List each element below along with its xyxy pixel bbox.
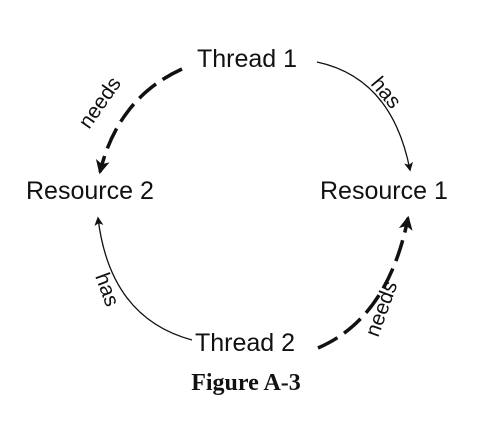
edge-thread2-has-resource2 xyxy=(94,216,193,341)
edge-label-thread1-has: has xyxy=(366,72,405,113)
edge-thread2-needs-resource1 xyxy=(317,215,413,350)
thread-2-node: Thread 2 xyxy=(195,329,295,357)
thread-1-node: Thread 1 xyxy=(197,45,297,73)
edge-thread1-has-resource1 xyxy=(316,61,413,172)
edge-thread1-needs-resource2 xyxy=(95,67,183,175)
edge-label-thread1-needs: needs xyxy=(74,73,126,133)
resource-2-node: Resource 2 xyxy=(26,177,154,205)
figure-caption: Figure A-3 xyxy=(191,370,301,396)
edge-label-thread2-has: has xyxy=(90,270,123,310)
resource-1-node: Resource 1 xyxy=(320,177,448,205)
